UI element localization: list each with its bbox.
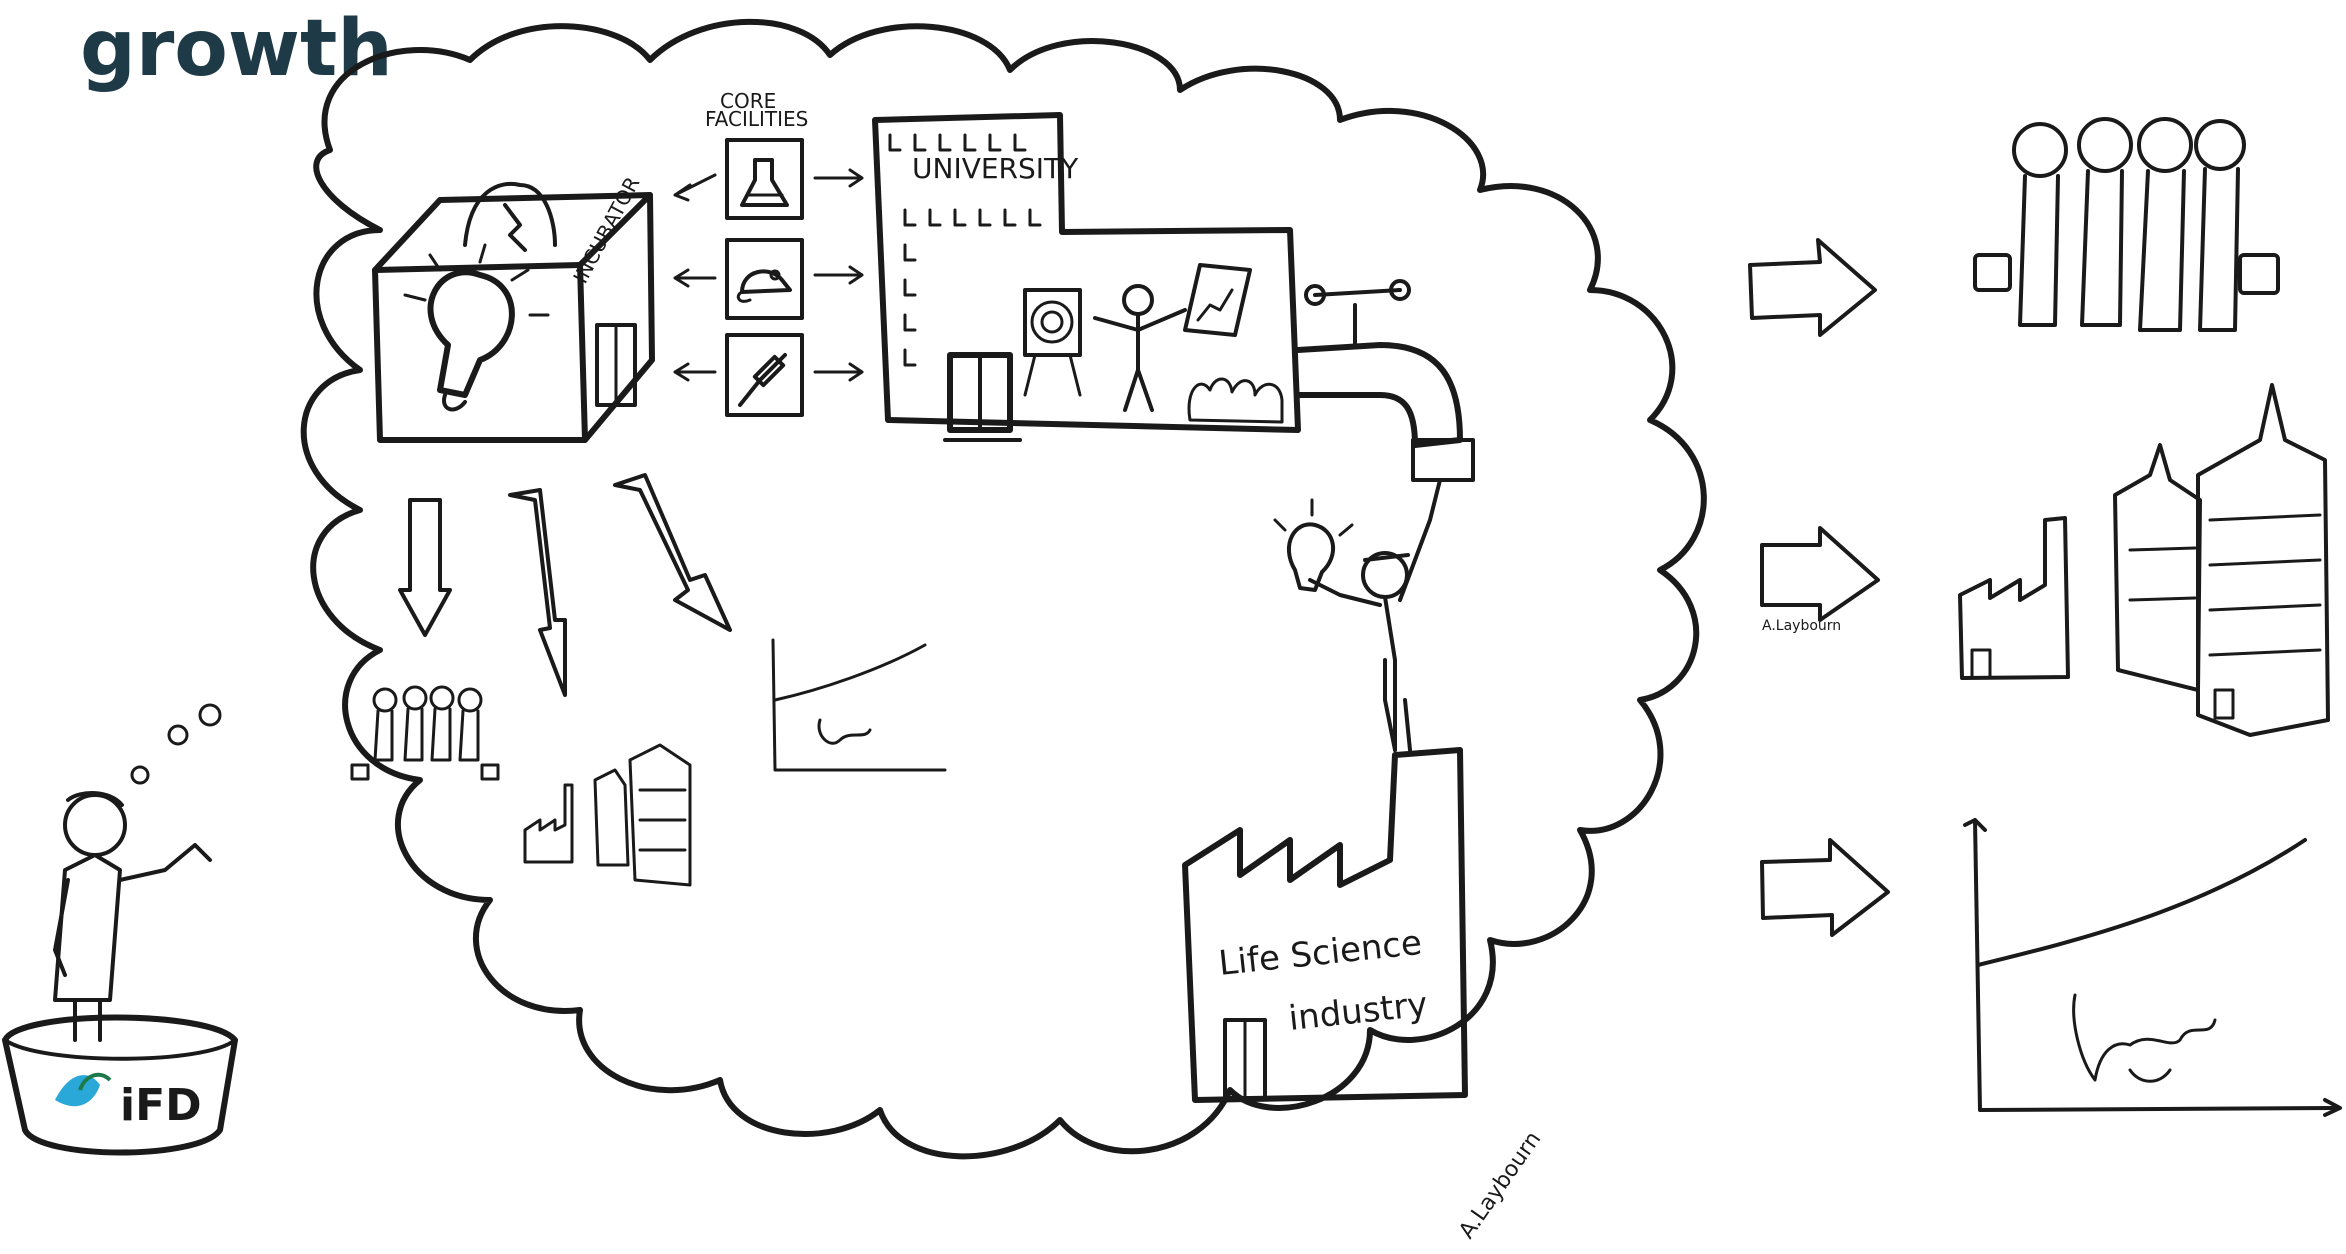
syringe-icon [738, 353, 787, 407]
factory-icon [1958, 516, 2070, 680]
life-science-label-line1: Life Science [1217, 923, 1424, 984]
businessman-figure [53, 703, 222, 1042]
signature-small: A.Laybourn [1762, 618, 1841, 634]
faucet-icon [1295, 279, 1475, 482]
workers-icon-small [350, 685, 500, 781]
factory-icon-small [523, 783, 574, 864]
ifd-pedestal: iFD [2, 1014, 238, 1156]
growth-chart-icon [1963, 818, 2342, 1117]
core-facilities-label-line2: FACILITIES [705, 107, 808, 131]
ifd-logo-text: iFD [120, 1080, 202, 1131]
thought-cloud [300, 18, 1707, 1160]
incubator-building: INCUBATOR [372, 173, 655, 443]
down-arrows [398, 473, 732, 697]
researcher-figure [1273, 478, 1442, 752]
mouse-icon [736, 269, 792, 303]
incubator-label: INCUBATOR [568, 173, 644, 288]
growth-chart-icon-small [771, 638, 947, 772]
core-facilities-label-line1: CORE [720, 89, 776, 113]
university-building: UNIVERSITY [872, 112, 1301, 442]
skyscraper-icon [2113, 383, 2330, 737]
life-science-label-line2: industry [1287, 985, 1430, 1039]
workers-icon [1973, 117, 2280, 332]
lightbulb-icon [1273, 498, 1354, 592]
right-arrows: A.Laybourn [1748, 238, 1890, 937]
life-science-factory: Life Science industry [1182, 747, 1468, 1103]
signature: A.Laybourn [1454, 1127, 1546, 1243]
skyscraper-icon-small [593, 743, 692, 887]
ifd-logo: iFD [55, 1072, 202, 1131]
flask-icon [740, 158, 789, 207]
lightbulb-icon [403, 243, 550, 412]
core-facilities: CORE FACILITIES [673, 89, 864, 417]
university-label: UNIVERSITY [912, 152, 1079, 185]
